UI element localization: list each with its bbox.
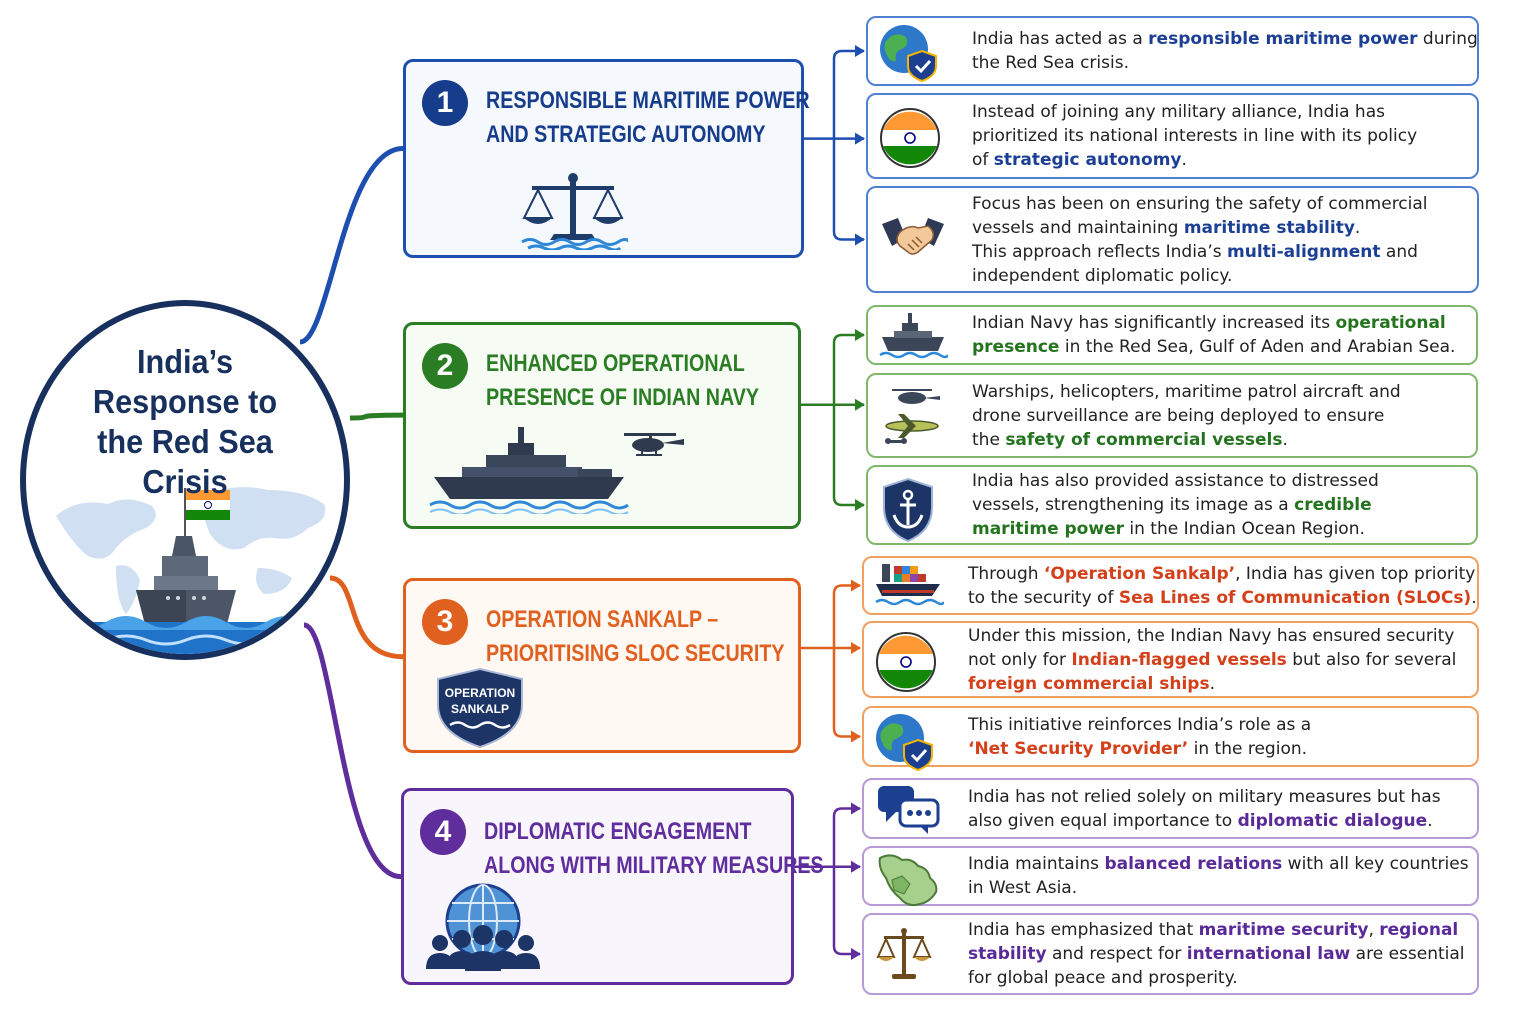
point-card: This initiative reinforces India’s role … <box>862 706 1479 772</box>
point-text: Through ‘Operation Sankalp’, India has g… <box>968 563 1477 608</box>
point-text: Focus has been on ensuring the safety of… <box>972 193 1428 286</box>
arrow-connector <box>832 231 864 241</box>
chat-bubbles-icon <box>874 782 944 842</box>
world-map-icon <box>56 487 326 614</box>
arrow-head-icon <box>855 499 865 511</box>
point-card: Warships, helicopters, maritime patrol a… <box>866 373 1478 458</box>
central-hub: India’s Response to the Red Sea Crisis <box>20 300 350 660</box>
west-asia-map-icon <box>874 850 944 914</box>
point-card: India maintains balanced relations with … <box>862 846 1479 907</box>
aircraft-icon <box>878 384 948 452</box>
hub-connector <box>299 146 404 345</box>
arrow-head-icon <box>851 802 861 815</box>
point-card: India has not relied solely on military … <box>862 778 1479 839</box>
arrow-connector <box>832 584 860 594</box>
arrow-head-icon <box>851 730 861 743</box>
theme-box-3: 3 OPERATION SANKALP –PRIORITISING SLOC SE… <box>403 578 801 753</box>
arrow-connector <box>832 807 860 817</box>
point-card: India has emphasized that maritime secur… <box>862 913 1479 995</box>
point-text: This initiative reinforces India’s role … <box>968 714 1312 759</box>
hub-title-line: Response to <box>92 383 278 420</box>
hub-title-line: Crisis <box>142 463 228 500</box>
arrow-connector <box>832 496 864 507</box>
hub-title: India’s Response to the Red Sea Crisis <box>37 342 333 502</box>
point-card: Focus has been on ensuring the safety of… <box>866 186 1479 293</box>
arrow-head-icon <box>855 45 865 57</box>
point-text: Instead of joining any military alliance… <box>972 102 1418 170</box>
arrow-head-icon <box>851 860 861 873</box>
hub-title-line: India’s <box>136 343 234 380</box>
scales-of-justice-icon <box>518 170 632 254</box>
theme-title: OPERATION SANKALP –PRIORITISING SLOC SEC… <box>486 606 785 667</box>
point-text: India has acted as a responsible maritim… <box>972 29 1478 73</box>
india-flag-icon <box>874 630 944 698</box>
point-text: Indian Navy has significantly increased … <box>972 313 1456 357</box>
arrow-connector <box>832 728 860 738</box>
theme-number-badge: 3 <box>422 599 468 645</box>
hub-illustration <box>26 487 344 654</box>
arrow-head-icon <box>855 233 865 246</box>
point-text: India maintains balanced relations with … <box>968 854 1469 898</box>
arrow-head-icon <box>855 398 865 411</box>
hub-connector <box>349 412 404 421</box>
bracket-connector <box>801 343 836 497</box>
point-text: India has emphasized that maritime secur… <box>968 920 1465 988</box>
badge-text: OPERATION <box>445 686 515 700</box>
badge-text: SANKALP <box>451 702 509 716</box>
point-card: Instead of joining any military alliance… <box>866 93 1479 179</box>
warship-icon <box>878 309 950 363</box>
anchor-shield-icon <box>878 475 948 549</box>
operation-sankalp-badge-icon: OPERATION SANKALP <box>434 667 526 753</box>
arrow-head-icon <box>851 642 861 654</box>
hub-flag-icon <box>184 488 230 544</box>
arrow-head-icon <box>851 948 861 960</box>
arrow-connector <box>832 49 864 60</box>
bracket-connector <box>804 59 836 232</box>
scales-icon <box>874 924 944 988</box>
handshake-icon <box>878 210 948 270</box>
arrow-connector <box>832 333 864 344</box>
theme-number-badge: 1 <box>422 80 468 126</box>
arrow-connector <box>832 945 860 956</box>
point-text: Under this mission, the Indian Navy has … <box>968 625 1457 694</box>
globe-shield-icon <box>878 21 948 89</box>
arrow-head-icon <box>855 329 865 341</box>
hub-connector <box>329 575 404 660</box>
point-card: India has also provided assistance to di… <box>866 465 1478 545</box>
india-flag-icon <box>878 106 948 174</box>
hub-connector <box>303 622 402 880</box>
hub-title-line: the Red Sea <box>97 423 273 460</box>
point-text: India has not relied solely on military … <box>968 786 1441 831</box>
warship-helicopter-icon <box>428 419 698 518</box>
arrow-head-icon <box>855 132 865 145</box>
bracket-connector <box>794 816 836 946</box>
globe-shield-icon <box>874 710 944 778</box>
hub-waves-icon <box>26 616 344 654</box>
bracket-connector <box>801 593 836 729</box>
point-card: Under this mission, the Indian Navy has … <box>862 621 1479 698</box>
theme-number-badge: 2 <box>422 343 468 389</box>
point-text: Warships, helicopters, maritime patrol a… <box>972 381 1401 450</box>
globe-people-icon <box>418 881 548 975</box>
point-card: Through ‘Operation Sankalp’, India has g… <box>862 556 1479 615</box>
point-card: Indian Navy has significantly increased … <box>866 305 1478 365</box>
point-card: India has acted as a responsible maritim… <box>866 16 1479 86</box>
arrow-head-icon <box>851 579 861 592</box>
container-ship-icon <box>874 560 946 610</box>
theme-number-badge: 4 <box>420 809 466 855</box>
point-text: India has also provided assistance to di… <box>972 471 1379 539</box>
